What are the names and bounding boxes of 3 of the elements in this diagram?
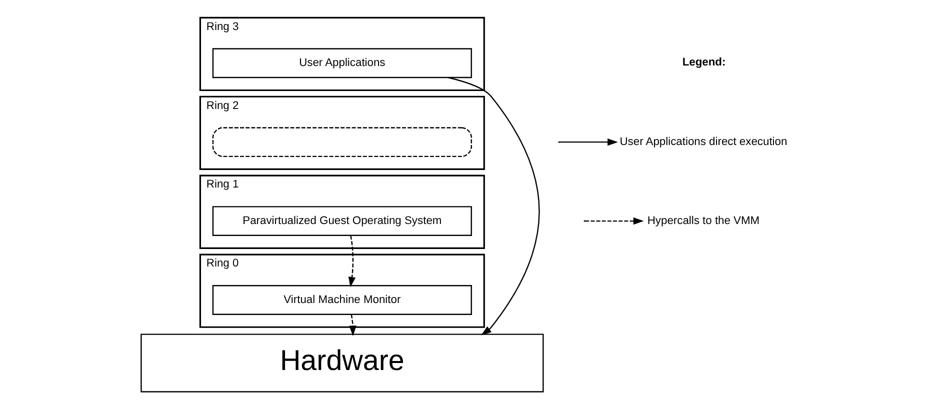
legend-label: User Applications direct execution (620, 136, 788, 148)
label: Legend: (682, 56, 726, 68)
legend-label: Hypercalls to the VMM (647, 214, 760, 227)
